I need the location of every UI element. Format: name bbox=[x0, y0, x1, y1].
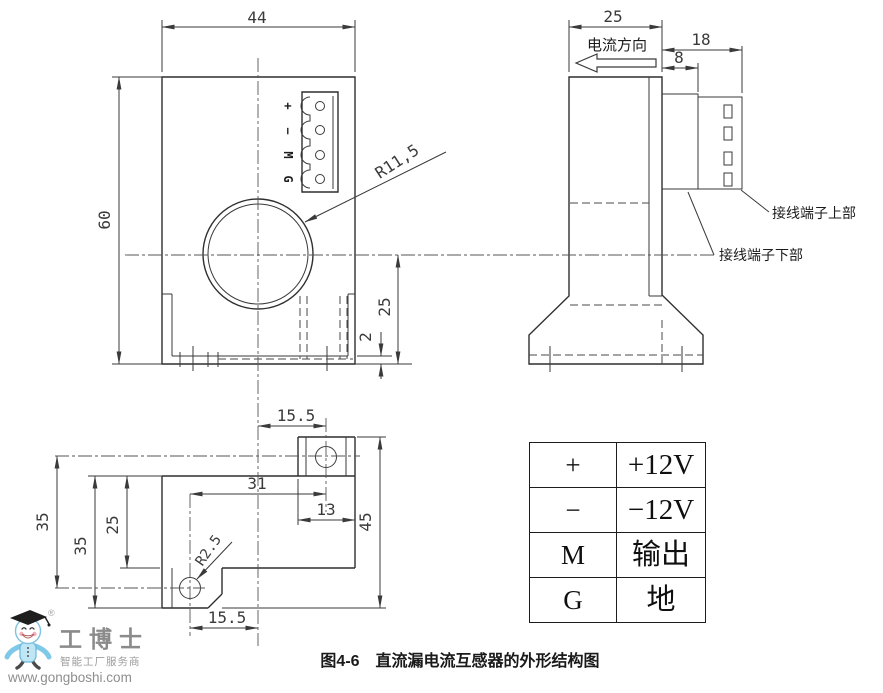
bottom-dim-35inner: 35 bbox=[71, 536, 90, 555]
side-extension-lines bbox=[569, 20, 742, 93]
centerlines bbox=[55, 58, 715, 646]
table-row: + +12V bbox=[529, 442, 706, 488]
bottom-extension-lines bbox=[88, 437, 386, 608]
side-dim-8: 8 bbox=[674, 48, 684, 67]
terminal-label-minus: − bbox=[281, 127, 295, 134]
table-row: − −12V bbox=[529, 487, 706, 533]
pin-cell-plus: + bbox=[529, 442, 617, 488]
side-connector-slots bbox=[724, 105, 732, 186]
side-view: 25 18 8 电流方向 接线端子上部 接线端子下部 bbox=[529, 7, 856, 372]
bottom-view: 15.5 31 13 45 35 35 25 15.5 R2.5 bbox=[33, 406, 386, 631]
terminal-lower-label: 接线端子下部 bbox=[719, 247, 803, 263]
front-dim-44: 44 bbox=[247, 8, 266, 27]
pin-cell-m: M bbox=[529, 532, 617, 578]
logo-slogan-text: 智能工厂服务商 bbox=[60, 656, 141, 668]
figure-caption: 图4-6 直流漏电流互感器的外形结构图 bbox=[320, 653, 600, 670]
gongboshi-logo: ® 工博士 智能工厂服务商 www.gongboshi.com bbox=[2, 604, 152, 690]
bottom-dim-13: 13 bbox=[316, 500, 335, 519]
table-row: G 地 bbox=[529, 577, 706, 623]
pin-function-table: + +12V − −12V M 输出 G 地 bbox=[529, 442, 706, 623]
front-dim-60: 60 bbox=[95, 210, 114, 229]
side-dim-25: 25 bbox=[603, 7, 622, 26]
side-body-outline bbox=[529, 77, 703, 364]
current-direction-label: 电流方向 bbox=[587, 37, 647, 54]
front-hidden-lines bbox=[218, 296, 353, 359]
gongboshi-mascot-icon bbox=[2, 610, 56, 674]
front-terminal-block bbox=[301, 92, 338, 192]
current-direction-arrow bbox=[576, 54, 656, 72]
logo-brand-text: 工博士 bbox=[59, 627, 149, 652]
terminal-label-g: G bbox=[281, 175, 295, 182]
front-extension-lines bbox=[112, 20, 412, 364]
bottom-dim-45: 45 bbox=[356, 512, 375, 531]
front-dim-2: 2 bbox=[356, 332, 375, 342]
side-inner-lines bbox=[550, 77, 682, 372]
table-row: M 输出 bbox=[529, 532, 706, 578]
front-body-outline bbox=[162, 77, 355, 364]
side-dim-18: 18 bbox=[691, 30, 710, 49]
bottom-body-outline bbox=[162, 437, 355, 608]
terminal-label-m: M bbox=[281, 151, 295, 158]
bottom-dim-155top: 15.5 bbox=[277, 406, 316, 425]
terminal-label-plus: + bbox=[281, 102, 295, 109]
bottom-dim-25: 25 bbox=[103, 515, 122, 534]
desc-cell-g: 地 bbox=[616, 577, 706, 623]
bottom-radius-leader bbox=[197, 542, 232, 580]
terminal-upper-label: 接线端子上部 bbox=[772, 205, 856, 221]
side-hidden-lines bbox=[529, 203, 703, 364]
front-view: + − M G 44 60 25 2 R11,5 bbox=[95, 8, 446, 379]
desc-cell-m: 输出 bbox=[616, 532, 706, 578]
bottom-dim-155bot: 15.5 bbox=[208, 608, 247, 627]
front-radius-leader bbox=[304, 152, 446, 222]
desc-cell-plus: +12V bbox=[616, 442, 706, 488]
logo-url-text: www.gongboshi.com bbox=[8, 670, 132, 685]
registered-mark: ® bbox=[48, 608, 55, 618]
terminal-upper-leader bbox=[741, 190, 769, 212]
bottom-inner-lines bbox=[172, 437, 346, 608]
bottom-dim-35outer: 35 bbox=[33, 512, 52, 531]
bottom-dim-31: 31 bbox=[247, 474, 266, 493]
bottom-dim-radius: R2.5 bbox=[193, 532, 225, 569]
terminal-lower-leader bbox=[688, 192, 714, 255]
pin-cell-minus: − bbox=[529, 487, 617, 533]
pin-cell-g: G bbox=[529, 577, 617, 623]
side-connector bbox=[662, 94, 742, 189]
front-dim-25: 25 bbox=[375, 297, 394, 316]
desc-cell-minus: −12V bbox=[616, 487, 706, 533]
